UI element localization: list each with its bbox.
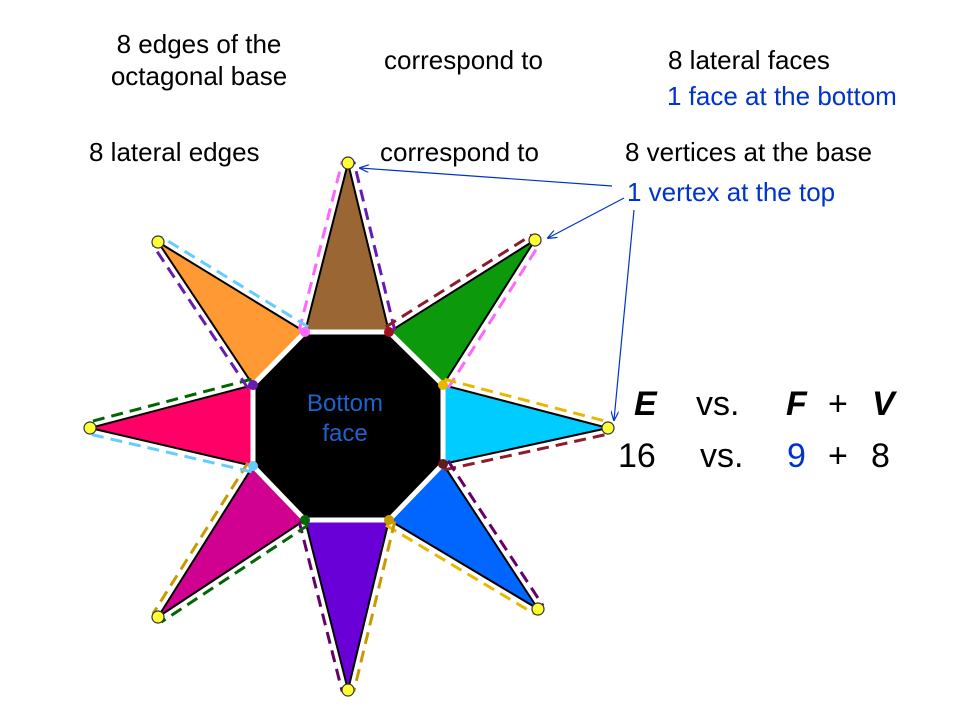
bottom-face-line1: Bottom — [306, 390, 384, 417]
base-vertex-8 — [248, 380, 258, 390]
dashed-edge-top-1 — [352, 161, 397, 331]
base-vertex-1 — [300, 327, 310, 337]
row1-left-label: 8 edges of the octagonal base — [88, 28, 310, 92]
dashed-edge-left-1 — [88, 377, 252, 424]
arrows-group — [360, 168, 635, 420]
base-vertex-2 — [384, 327, 394, 337]
dashed-edge-left-0 — [88, 432, 252, 474]
dashed-edge-lower-right-1 — [385, 523, 536, 616]
row2-left-label: 8 lateral edges — [89, 137, 260, 167]
row2-extra-label: 1 vertex at the top — [627, 177, 836, 207]
base-vertex-5 — [384, 515, 394, 525]
row1-right-label: 8 lateral faces — [668, 45, 830, 75]
row2-middle-label: correspond to — [380, 137, 539, 167]
arrow-to-formula — [614, 209, 635, 420]
formula-v-value: 8 — [871, 437, 890, 475]
apex-vertex-upper-right — [528, 233, 542, 247]
row1-left-line2: octagonal base — [110, 61, 288, 91]
base-vertex-4 — [438, 459, 448, 469]
apex-vertex-upper-left — [151, 235, 165, 249]
formula-vs: vs. — [696, 385, 740, 423]
vertices-group — [83, 156, 615, 697]
formula-e-symbol: E — [634, 385, 657, 423]
dashed-edge-bottom-1 — [297, 521, 344, 692]
row1-left-line1: 8 edges of the — [116, 29, 282, 59]
dashed-edge-upper-left-0 — [151, 244, 250, 390]
bottom-face-label: Bottom face — [280, 389, 410, 449]
apex-vertex-bottom — [341, 683, 355, 697]
apex-vertex-left — [83, 421, 97, 435]
dashed-edge-right-1 — [443, 432, 610, 472]
apex-vertex-lower-right — [531, 602, 545, 616]
base-vertex-7 — [248, 461, 258, 471]
dashed-edge-upper-left-1 — [160, 235, 309, 329]
arrow-to-top-apex — [360, 168, 613, 187]
formula-f-value: 9 — [787, 437, 806, 475]
formula-vs-2: vs. — [700, 437, 744, 475]
dashed-edge-lower-left-1 — [151, 462, 250, 615]
formula-e-value: 16 — [618, 437, 656, 475]
apex-vertex-top — [341, 156, 355, 170]
row1-extra-label: 1 face at the bottom — [667, 81, 897, 111]
dashed-edges-group — [88, 161, 610, 692]
dashed-edge-lower-right-0 — [446, 459, 545, 607]
dashed-edge-right-0 — [444, 377, 610, 424]
dashed-edge-upper-right-1 — [446, 242, 542, 390]
dashed-edge-upper-right-0 — [385, 233, 533, 329]
bottom-face-line2: face — [322, 420, 368, 447]
dashed-edge-top-0 — [297, 161, 344, 331]
arrow-to-right-apex — [548, 197, 625, 238]
formula-plus: + — [828, 385, 848, 423]
dashed-edge-bottom-0 — [352, 521, 397, 692]
formula-v-symbol: V — [872, 385, 895, 423]
lateral-face-top — [303, 162, 391, 333]
lateral-faces-group — [89, 162, 609, 691]
dashed-edge-lower-left-0 — [160, 523, 310, 624]
base-vertex-3 — [438, 380, 448, 390]
formula-f-symbol: F — [786, 385, 807, 423]
formula-plus-2: + — [828, 437, 848, 475]
apex-vertex-right — [601, 421, 615, 435]
apex-vertex-lower-left — [151, 610, 165, 624]
base-vertex-6 — [300, 515, 310, 525]
row2-right-label: 8 vertices at the base — [625, 137, 873, 167]
row1-middle-label: correspond to — [384, 45, 543, 75]
lateral-face-bottom — [303, 519, 391, 691]
